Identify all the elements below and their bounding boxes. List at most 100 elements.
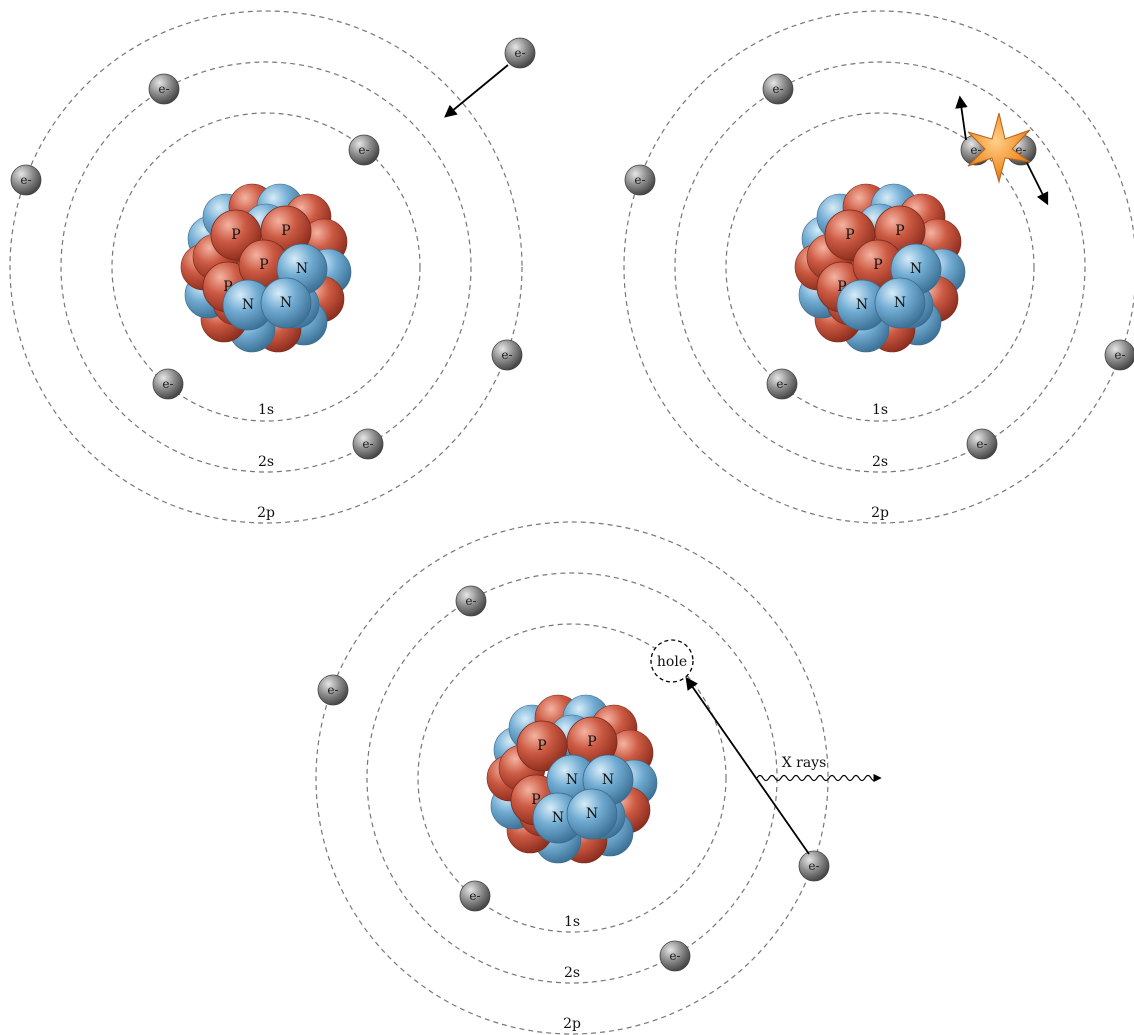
neutron-label: N [280, 295, 292, 311]
electron-label: e- [162, 377, 173, 391]
electron-sphere [152, 368, 184, 400]
electron-sphere [148, 73, 180, 105]
shell-label-1s: 1s [872, 402, 888, 418]
collision-star-icon [967, 112, 1031, 184]
neutron-sphere [566, 788, 618, 840]
atom-1-shells [9, 10, 523, 524]
electron-sphere [455, 585, 487, 617]
electron: e- [491, 339, 523, 371]
electron: e- [352, 428, 384, 460]
proton-label: P [587, 734, 596, 750]
electron-label: e- [970, 143, 981, 157]
proton-label: P [231, 227, 240, 243]
hole-label: hole [657, 654, 687, 670]
ejected-electron-arrow [955, 95, 968, 141]
electron-label: e- [514, 46, 525, 60]
neutron: N [836, 279, 888, 331]
neutron-label: N [566, 772, 578, 788]
electron-label: e- [1015, 143, 1026, 157]
electron-label: e- [634, 173, 645, 187]
electron: e- [798, 850, 830, 882]
shell-label-1s: 1s [258, 402, 274, 418]
proton-label: P [837, 279, 846, 295]
electron-sphere [352, 428, 384, 460]
wavy-arrow-icon [756, 773, 882, 783]
xray-label: X rays [782, 755, 827, 771]
shell-label-2p: 2p [563, 1016, 581, 1032]
electron: e- [624, 164, 656, 196]
shell-1s [417, 623, 727, 933]
electron: e- [766, 368, 798, 400]
proton-label: P [537, 738, 546, 754]
neutron-label: N [242, 297, 254, 313]
electron-sphere [10, 164, 42, 196]
neutron-label: N [296, 261, 308, 277]
shell-1s [725, 112, 1035, 422]
electron: e- [348, 134, 380, 166]
incident-electron-arrow [444, 64, 509, 118]
electron-label: e- [501, 348, 512, 362]
shell-2p [623, 10, 1134, 524]
electron: e- [659, 940, 691, 972]
shell-label-1s: 1s [564, 914, 580, 930]
electron-sphere [624, 164, 656, 196]
electron-label: e- [362, 437, 373, 451]
electron: e- [10, 164, 42, 196]
neutron: N [222, 279, 274, 331]
neutron: N [566, 788, 618, 840]
atom-3-shells [315, 521, 829, 1035]
electron-sphere [1104, 339, 1134, 371]
electron-label: e- [358, 143, 369, 157]
shell-2s [674, 61, 1086, 473]
atom-2-electrons: e-e-e-e-e-e-e- [624, 73, 1134, 460]
neutron-label: N [552, 810, 564, 826]
electron-label: e- [327, 683, 338, 697]
shell-label-2s: 2s [872, 454, 888, 470]
electron-sphere [798, 850, 830, 882]
neutron: N [260, 277, 312, 329]
proton-label: P [223, 279, 232, 295]
proton-label: P [531, 792, 540, 808]
electron-label: e- [20, 173, 31, 187]
electron-transition-arrow [685, 676, 810, 855]
proton-label: P [873, 257, 882, 273]
electron: e- [152, 368, 184, 400]
neutron-label: N [586, 806, 598, 822]
electron: e- [1104, 339, 1134, 371]
shell-label-2s: 2s [564, 965, 580, 981]
electron-sphere [459, 880, 491, 912]
hole-marker: hole [650, 639, 694, 683]
neutron-label: N [910, 261, 922, 277]
shell-1s [111, 112, 421, 422]
shell-label-2s: 2s [258, 454, 274, 470]
electron-sphere [504, 37, 536, 69]
shell-label-2p: 2p [871, 505, 889, 521]
neutron-sphere [874, 277, 926, 329]
neutron-label: N [602, 772, 614, 788]
electron: e- [455, 585, 487, 617]
electron: e- [317, 674, 349, 706]
electron: e- [504, 37, 536, 69]
proton-label: P [259, 257, 268, 273]
electron-label: e- [465, 594, 476, 608]
proton-label: P [845, 227, 854, 243]
neutron-label: N [894, 295, 906, 311]
electron: e- [762, 73, 794, 105]
atom-3-electrons: e-e-e-e-e- [317, 585, 830, 972]
neutron-label: N [856, 297, 868, 313]
electron-sphere [348, 134, 380, 166]
electron-label: e- [158, 82, 169, 96]
electron-sphere [766, 368, 798, 400]
shell-2p [9, 10, 523, 524]
shell-2s [366, 572, 778, 984]
electron-label: e- [776, 377, 787, 391]
electron-sphere [317, 674, 349, 706]
proton: P [516, 720, 568, 772]
electron-label: e- [1114, 348, 1125, 362]
